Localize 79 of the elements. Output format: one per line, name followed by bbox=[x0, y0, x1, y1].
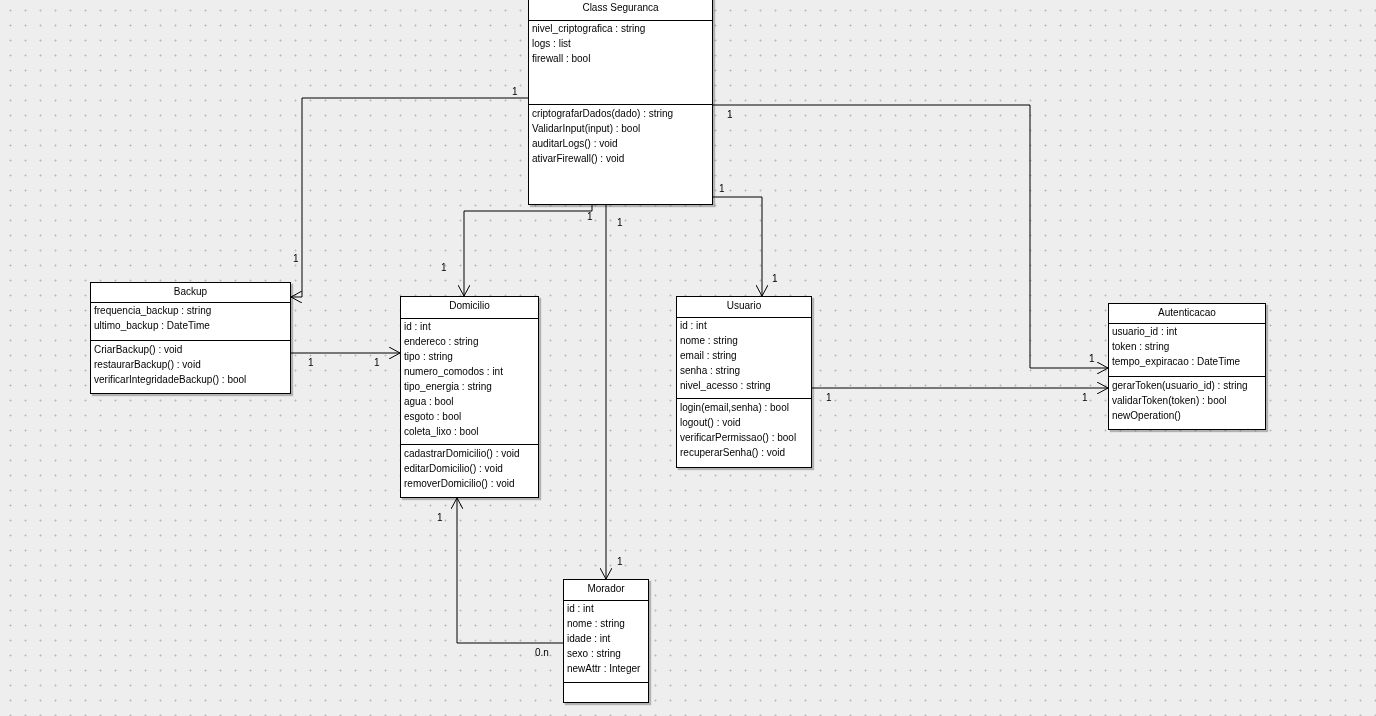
association-arrow bbox=[599, 204, 613, 580]
attribute-text: tempo_expiracao : DateTime bbox=[1111, 355, 1241, 369]
association-arrow bbox=[712, 196, 769, 297]
multiplicity-label: 1 bbox=[308, 357, 314, 368]
multiplicity-label: 1 bbox=[437, 512, 443, 523]
attribute-text: nome : string bbox=[679, 334, 738, 348]
attribute-text: tipo : string bbox=[403, 350, 453, 364]
method-text: newOperation() bbox=[1111, 409, 1181, 423]
attribute-text: endereco : string bbox=[403, 335, 479, 349]
attribute-text: numero_comodos : int bbox=[403, 365, 503, 379]
class-box bbox=[1108, 303, 1266, 430]
attribute-text: id : int bbox=[679, 319, 707, 333]
attribute-text: logs : list bbox=[531, 37, 571, 51]
association-arrow bbox=[450, 497, 564, 644]
attribute-text: nivel_acesso : string bbox=[679, 379, 771, 393]
attribute-text: nome : string bbox=[566, 617, 625, 631]
method-text: recuperarSenha() : void bbox=[679, 446, 786, 460]
method-text: verificarPermissao() : bool bbox=[679, 431, 797, 445]
class-name: Morador bbox=[586, 583, 626, 594]
attribute-text: id : int bbox=[403, 320, 431, 334]
class-box bbox=[400, 296, 539, 498]
class-box bbox=[676, 296, 812, 468]
multiplicity-label: 1 bbox=[587, 211, 593, 222]
class-box bbox=[563, 579, 649, 703]
method-text: cadastrarDomicilio() : void bbox=[403, 447, 520, 461]
class-name: Backup bbox=[172, 286, 209, 297]
method-text: logout() : void bbox=[679, 416, 741, 430]
method-text: auditarLogs() : void bbox=[531, 137, 618, 151]
multiplicity-label: 1 bbox=[719, 183, 725, 194]
association-arrow bbox=[712, 104, 1109, 375]
multiplicity-label: 1 bbox=[617, 217, 623, 228]
attribute-text: usuario_id : int bbox=[1111, 325, 1178, 339]
attribute-text: agua : bool bbox=[403, 395, 454, 409]
multiplicity-label: 1 bbox=[374, 357, 380, 368]
multiplicity-label: 1 bbox=[1082, 392, 1088, 403]
multiplicity-label: 1 bbox=[617, 556, 623, 567]
multiplicity-label: 1 bbox=[772, 273, 778, 284]
attribute-text: esgoto : bool bbox=[403, 410, 462, 424]
association-arrow bbox=[457, 204, 593, 297]
method-text: validarToken(token) : bool bbox=[1111, 394, 1227, 408]
method-text: ativarFirewall() : void bbox=[531, 152, 625, 166]
attribute-text: newAttr : Integer bbox=[566, 662, 641, 676]
class-box bbox=[528, 0, 713, 205]
multiplicity-label: 1 bbox=[512, 86, 518, 97]
attribute-text: token : string bbox=[1111, 340, 1170, 354]
attribute-text: id : int bbox=[566, 602, 594, 616]
multiplicity-label: 1 bbox=[826, 392, 832, 403]
attribute-text: nivel_criptografica : string bbox=[531, 22, 646, 36]
method-text: removerDomicilio() : void bbox=[403, 477, 515, 491]
multiplicity-label: 1 bbox=[441, 262, 447, 273]
attribute-text: tipo_energia : string bbox=[403, 380, 492, 394]
association-arrow bbox=[290, 346, 401, 360]
class-box bbox=[90, 282, 291, 394]
attribute-text: frequencia_backup : string bbox=[93, 304, 212, 318]
attribute-text: idade : int bbox=[566, 632, 611, 646]
method-text: gerarToken(usuario_id) : string bbox=[1111, 379, 1248, 393]
class-name: Usuario bbox=[725, 300, 763, 311]
method-text: criptografarDados(dado) : string bbox=[531, 107, 674, 121]
method-text: CriarBackup() : void bbox=[93, 343, 183, 357]
attribute-text: senha : string bbox=[679, 364, 741, 378]
multiplicity-label: 0.n bbox=[535, 647, 549, 658]
attribute-text: firewall : bool bbox=[531, 52, 591, 66]
class-name: Class Seguranca bbox=[581, 2, 660, 13]
association-arrow bbox=[290, 97, 529, 304]
attribute-text: email : string bbox=[679, 349, 737, 363]
multiplicity-label: 1 bbox=[293, 253, 299, 264]
attribute-text: ultimo_backup : DateTime bbox=[93, 319, 210, 333]
multiplicity-label: 1 bbox=[727, 109, 733, 120]
class-name: Domicilio bbox=[448, 300, 491, 311]
attribute-text: sexo : string bbox=[566, 647, 621, 661]
attribute-text: coleta_lixo : bool bbox=[403, 425, 479, 439]
association-arrow bbox=[811, 381, 1109, 395]
multiplicity-label: 1 bbox=[1089, 353, 1095, 364]
method-text: restaurarBackup() : void bbox=[93, 358, 201, 372]
method-text: editarDomicilio() : void bbox=[403, 462, 503, 476]
method-text: ValidarInput(input) : bool bbox=[531, 122, 641, 136]
method-text: login(email,senha) : bool bbox=[679, 401, 789, 415]
method-text: verificarIntegridadeBackup() : bool bbox=[93, 373, 247, 387]
class-name: Autenticacao bbox=[1157, 307, 1217, 318]
